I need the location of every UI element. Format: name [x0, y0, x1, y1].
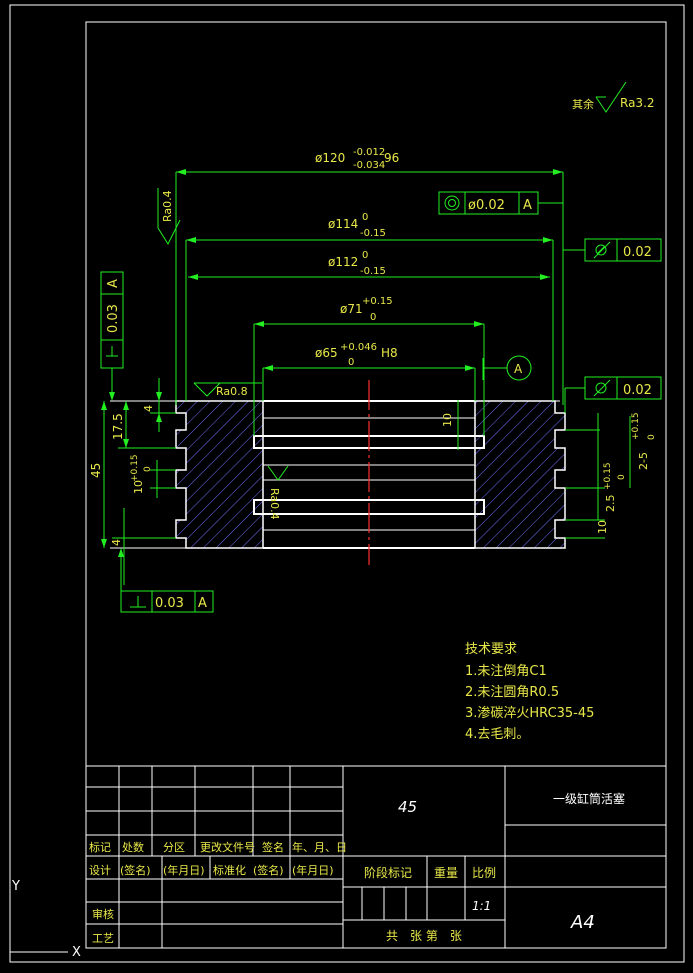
title-sheet-size: A4	[570, 912, 595, 933]
coaxiality-datum: A	[523, 198, 532, 213]
coaxiality-value: ø0.02	[468, 198, 505, 213]
label-scale: 比例	[472, 866, 496, 880]
label-sign: 签名	[262, 840, 284, 854]
tech-req-title: 技术要求	[465, 642, 517, 657]
runout-frame-mid: 0.02	[564, 376, 662, 413]
label-change-doc: 更改文件号	[200, 840, 255, 854]
dim-d65-main: ø65	[315, 346, 338, 360]
ra04-bore: Ra0.4	[268, 488, 281, 520]
right-wall	[474, 400, 566, 549]
roughness-symbols: Ra0.4 Ra0.8 Ra0.4	[157, 188, 289, 520]
dim-h45: 45	[89, 463, 103, 478]
general-roughness-note: 其余 Ra3.2	[572, 81, 655, 113]
label-stage: 阶段标记	[364, 865, 412, 880]
datum-a-label: A	[514, 362, 523, 376]
dim-d120-upper: -0.012	[353, 147, 385, 158]
runout-frame-top: 0.02	[563, 238, 662, 262]
dim-h2-5r-lower: 0	[647, 434, 657, 440]
perp-bottom-value: 0.03	[155, 596, 184, 611]
dim-d112-upper: 0	[362, 250, 368, 261]
roughness-value: Ra3.2	[620, 96, 655, 110]
dim-h4-bottom: 4	[110, 539, 123, 546]
outer-border	[9, 4, 685, 963]
dim-h10-right: 10	[596, 520, 609, 534]
piston-section	[110, 380, 566, 565]
dim-h10-upper: +0.15	[130, 454, 140, 482]
dim-d71-main: ø71	[340, 302, 363, 316]
right-height-dimensions: 10 2.5 +0.15 0 2-5 +0.15 0 10	[441, 400, 657, 539]
title-block: 45 一级缸筒活塞 A4 1:1 标记 处数 分区 更改文件号 签名 年、月、日…	[85, 765, 667, 949]
dim-h10-main: 10	[132, 480, 145, 494]
label-standard: 标准化	[213, 863, 246, 877]
label-design: 设计	[89, 864, 111, 877]
perp-frame-left: A 0.03	[100, 271, 124, 401]
dim-d65-upper: +0.046	[340, 342, 377, 353]
dim-d120-lower: -0.034	[353, 160, 385, 171]
label-review: 审核	[92, 907, 114, 921]
dim-d114-main: ø114	[328, 217, 358, 231]
roughness-prefix: 其余	[572, 97, 594, 111]
dim-h2-5-upper: +0.15	[603, 462, 613, 490]
tech-req-item: 4.去毛刺。	[465, 727, 529, 742]
dim-h10-inner: 10	[441, 413, 454, 427]
perp-left-value: 0.03	[106, 304, 121, 333]
dim-h17-5: 17.5	[111, 413, 125, 440]
dim-d112-lower: -0.15	[360, 266, 386, 277]
perp-left-datum: A	[106, 279, 121, 288]
ucs-y-label: Y	[11, 879, 20, 894]
tech-req-item: 3.渗碳淬火HRC35-45	[465, 706, 594, 721]
label-weight: 重量	[434, 866, 458, 880]
label-count: 处数	[122, 841, 144, 854]
label-design-date: (年月日)	[163, 863, 205, 877]
dim-d65-fit: H8	[381, 346, 398, 360]
tech-req-item: 2.未注圆角R0.5	[465, 685, 559, 700]
technical-requirements: 技术要求 1.未注倒角C1 2.未注圆角R0.5 3.渗碳淬火HRC35-45 …	[465, 642, 594, 742]
runout-mid-value: 0.02	[623, 383, 652, 398]
coaxiality-frame: ø0.02 A	[438, 191, 563, 215]
left-height-dimensions: 45 17.5 4 10 +0.15 0 4	[89, 378, 176, 585]
runout-top-value: 0.02	[623, 245, 652, 260]
dim-d114-upper: 0	[362, 212, 368, 223]
ucs-icon: Y X	[9, 879, 81, 960]
dim-h2-5r-upper: +0.15	[631, 412, 641, 440]
label-date: 年、月、日	[292, 840, 347, 854]
diameter-dimensions: ø120 -0.012 -0.034 96 ø114 0 -0.15 ø112 …	[175, 147, 564, 436]
title-material: 45	[398, 798, 417, 816]
dim-h2-5r-main: 2-5	[637, 452, 650, 470]
ra08: Ra0.8	[216, 385, 248, 398]
label-zone: 分区	[163, 841, 185, 854]
dim-d120-main: ø120	[315, 151, 345, 165]
title-scale: 1:1	[472, 899, 491, 913]
dim-d65-lower: 0	[348, 357, 354, 368]
label-mark: 标记	[89, 840, 111, 854]
left-wall	[175, 400, 264, 549]
label-sheet-count: 共 张 第 张	[386, 929, 462, 943]
perp-bottom-datum: A	[198, 596, 207, 611]
datum-a: A	[482, 355, 532, 381]
dim-d71-lower: 0	[370, 312, 376, 323]
perp-frame-bottom: 0.03 A	[118, 548, 214, 613]
dim-h2-5-lower: 0	[617, 474, 627, 480]
dim-d120-suffix: 96	[384, 151, 399, 165]
ra04-top: Ra0.4	[161, 190, 174, 222]
label-standard-date: (年月日)	[292, 863, 334, 877]
dim-h2-5-main: 2.5	[604, 495, 617, 513]
title-part-name: 一级缸筒活塞	[553, 791, 625, 806]
label-design-sign: (签名)	[120, 863, 151, 877]
dim-d71-upper: +0.15	[362, 296, 393, 307]
tech-req-item: 1.未注倒角C1	[465, 664, 547, 679]
label-standard-sign: (签名)	[253, 863, 284, 877]
dim-h4-top: 4	[142, 405, 155, 412]
dim-d114-lower: -0.15	[360, 228, 386, 239]
dim-d112-main: ø112	[328, 255, 358, 269]
label-process: 工艺	[92, 932, 114, 945]
dim-h10-lower: 0	[143, 466, 153, 472]
ucs-x-label: X	[72, 945, 81, 960]
